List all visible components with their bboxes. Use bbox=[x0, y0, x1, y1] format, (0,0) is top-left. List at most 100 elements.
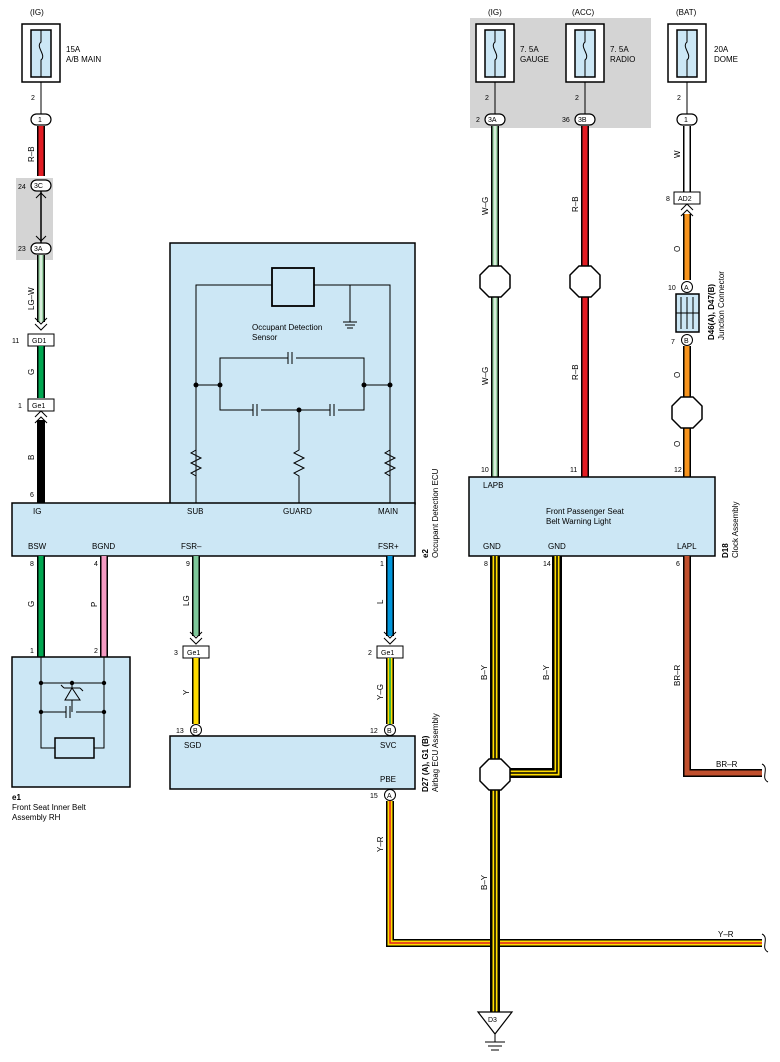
belt-name: Assembly RH bbox=[12, 813, 61, 822]
pin-number: 15 bbox=[370, 793, 378, 800]
wire-label-o: O bbox=[673, 441, 682, 447]
belt-name: Front Seat Inner Belt bbox=[12, 803, 87, 812]
ecu-pin-bgnd: BGND bbox=[92, 542, 115, 551]
fuse-rating: 15A bbox=[66, 45, 81, 54]
connector-label: 3B bbox=[578, 117, 587, 124]
connector-label: Ge1 bbox=[187, 650, 200, 657]
ecu-pin-sub: SUB bbox=[187, 507, 203, 516]
wire-label-wg: W–G bbox=[481, 197, 490, 215]
wire-label-p: P bbox=[90, 602, 99, 607]
wire-label-by: B–Y bbox=[542, 664, 551, 680]
ecu-pin-main: MAIN bbox=[378, 507, 398, 516]
fuse-source-label: (IG) bbox=[488, 8, 502, 17]
pin-number: 14 bbox=[543, 561, 551, 568]
pin-number: 8 bbox=[30, 561, 34, 568]
clock-warning-light-label: Front Passenger Seat bbox=[546, 507, 625, 516]
pin-number: 12 bbox=[370, 728, 378, 735]
ecu-name: Occupant Detection ECU bbox=[431, 468, 440, 558]
connector-label: 3A bbox=[488, 117, 497, 124]
wire-label-by: B–Y bbox=[480, 874, 489, 890]
ecu-pin-ig: IG bbox=[33, 507, 41, 516]
connector-label: B bbox=[684, 338, 689, 345]
pin-number: 2 bbox=[368, 650, 372, 657]
ground-symbol bbox=[476, 1011, 514, 1035]
connector-1 bbox=[30, 113, 52, 126]
pin-number: 2 bbox=[94, 648, 98, 655]
wire-label-lgw: LG–W bbox=[27, 287, 36, 310]
airbag-pin-sgd: SGD bbox=[184, 741, 202, 750]
fuse-rating: 7. 5A bbox=[610, 45, 629, 54]
wire-label-yg: Y–G bbox=[376, 684, 385, 700]
occupant-detection-sensor-box bbox=[169, 242, 416, 505]
pin-number: 2 bbox=[485, 95, 489, 102]
wire-label-yr: Y–R bbox=[376, 836, 385, 852]
pin-number: 8 bbox=[666, 196, 670, 203]
wire-label-w: W bbox=[673, 150, 682, 158]
connector-label: Ge1 bbox=[381, 650, 394, 657]
wire-label-brr: BR–R bbox=[673, 664, 682, 686]
fuse-name: DOME bbox=[714, 55, 738, 64]
ecu-pin-bsw: BSW bbox=[28, 542, 47, 551]
ecu-code: e2 bbox=[421, 549, 430, 558]
wire-label-g: G bbox=[27, 369, 36, 375]
belt-code: e1 bbox=[12, 793, 21, 802]
connector-3b bbox=[574, 113, 596, 126]
fuse-radio: (ACC) 7. 5A RADIO bbox=[565, 8, 635, 83]
connector-label: 1 bbox=[38, 117, 42, 124]
pin-number: 2 bbox=[677, 95, 681, 102]
airbag-name: Airbag ECU Assembly bbox=[431, 713, 440, 792]
fuse-name: GAUGE bbox=[520, 55, 549, 64]
clock-assembly bbox=[468, 476, 716, 557]
clock-pin-lapl: LAPL bbox=[677, 542, 697, 551]
airbag-pin-svc: SVC bbox=[380, 741, 397, 750]
pin-number: 23 bbox=[18, 246, 26, 253]
pin-number: 4 bbox=[94, 561, 98, 568]
pin-number: 36 bbox=[562, 117, 570, 124]
occupant-detection-ecu bbox=[11, 502, 416, 557]
fuse-dome: (BAT) 20A DOME bbox=[667, 8, 738, 83]
connector-label: GD1 bbox=[32, 338, 47, 345]
pin-number: 12 bbox=[674, 467, 682, 474]
wire-label-o: O bbox=[673, 372, 682, 378]
ground-label: D3 bbox=[488, 1017, 497, 1024]
pin-number: 6 bbox=[676, 561, 680, 568]
wire-label-l: L bbox=[376, 599, 385, 604]
connector-3a bbox=[484, 113, 506, 126]
fuse-source-label: (ACC) bbox=[572, 8, 595, 17]
wire-label-lg: LG bbox=[182, 595, 191, 606]
pin-number: 1 bbox=[30, 648, 34, 655]
connector-label: Ge1 bbox=[32, 403, 45, 410]
clock-pin-gnd: GND bbox=[548, 542, 566, 551]
airbag-ecu-assembly bbox=[169, 735, 416, 790]
sensor-label: Occupant Detection bbox=[252, 323, 322, 332]
wire-label-by: B–Y bbox=[480, 664, 489, 680]
fuse-name: RADIO bbox=[610, 55, 635, 64]
pin-number: 10 bbox=[481, 467, 489, 474]
fuse-name: A/B MAIN bbox=[66, 55, 101, 64]
pin-number: 13 bbox=[176, 728, 184, 735]
fuse-gauge: (IG) 7. 5A GAUGE bbox=[475, 8, 549, 83]
airbag-code: D27 (A), G1 (B) bbox=[421, 735, 430, 792]
pin-number: 2 bbox=[31, 95, 35, 102]
pin-number: 7 bbox=[671, 339, 675, 346]
pin-number: 10 bbox=[668, 285, 676, 292]
pin-number: 3 bbox=[174, 650, 178, 657]
airbag-pin-pbe: PBE bbox=[380, 775, 396, 784]
connector-label: A bbox=[684, 285, 689, 292]
connector-label: B bbox=[193, 728, 198, 735]
junction-name: Junction Connector bbox=[717, 271, 726, 340]
pin-number: 8 bbox=[484, 561, 488, 568]
fuse-ab-main: (IG) 15A A/B MAIN bbox=[21, 8, 101, 83]
fuse-rating: 20A bbox=[714, 45, 729, 54]
connector-3a bbox=[30, 242, 52, 255]
fuse-source-label: (BAT) bbox=[676, 8, 697, 17]
connector-label: A bbox=[387, 793, 392, 800]
connector-1 bbox=[676, 113, 698, 126]
clock-warning-light-label: Belt Warning Light bbox=[546, 517, 612, 526]
pin-number: 24 bbox=[18, 184, 26, 191]
wire-label-rb: R–B bbox=[27, 146, 36, 162]
connector-label: B bbox=[387, 728, 392, 735]
connector-label: 3A bbox=[34, 246, 43, 253]
clock-code: D18 bbox=[721, 543, 730, 558]
